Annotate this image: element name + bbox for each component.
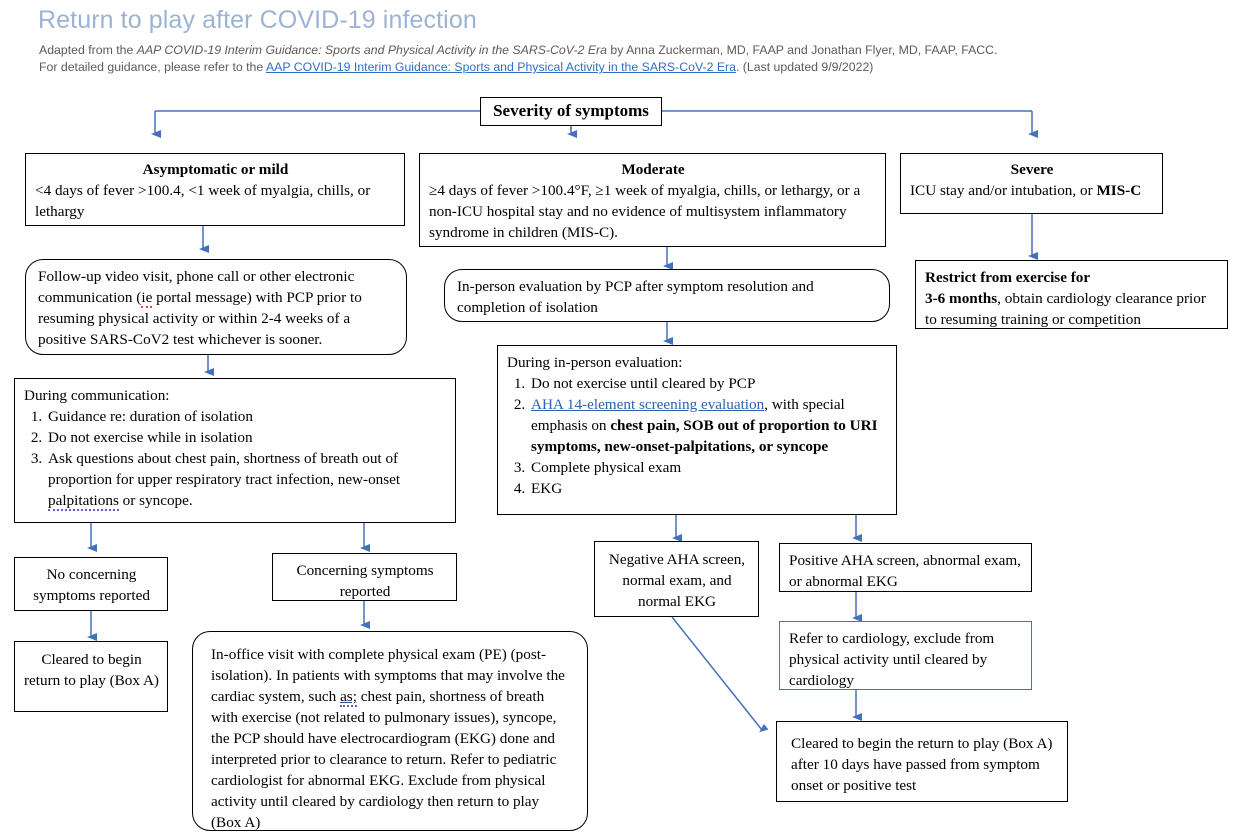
in-office-text-part1: In-office visit with complete physical e… [211,646,565,705]
during-communication-list: Guidance re: duration of isolation Do no… [24,406,446,511]
in-office-grammar-flag: as; [340,688,357,707]
concerning-symptoms-node: Concerning symptoms reported [272,553,457,601]
followup-communication-node: Follow-up video visit, phone call or oth… [25,259,407,355]
last-updated-text: . (Last updated 9/9/2022) [735,60,874,74]
followup-text-part2: portal message) with PCP prior to resumi… [38,289,362,348]
asymptomatic-or-mild-node: Asymptomatic or mild <4 days of fever >1… [25,153,405,226]
during-eval-list: Do not exercise until cleared by PCP AHA… [507,373,887,499]
restrict-from-exercise-node: Restrict from exercise for 3-6 months, o… [915,260,1228,329]
cleared-after-10-days-node: Cleared to begin the return to play (Box… [776,721,1068,802]
item2-mid: , with special emphasis on [531,396,845,434]
attribution-line-2: For detailed guidance, please refer to t… [39,59,1139,76]
list-item: Do not exercise until cleared by PCP [529,373,887,394]
severe-body: ICU stay and/or intubation, or MIS-C [910,180,1154,201]
severe-heading: Severe [1010,161,1054,178]
refer-to-cardiology-node: Refer to cardiology, exclude from physic… [779,621,1032,690]
mild-body: <4 days of fever >100.4, <1 week of myal… [35,182,371,220]
during-in-person-evaluation-node: During in-person evaluation: Do not exer… [497,345,897,515]
refer-prefix: For detailed guidance, please refer to t… [39,60,266,74]
in-person-evaluation-node: In-person evaluation by PCP after sympto… [444,269,890,322]
during-communication-node: During communication: Guidance re: durat… [14,378,456,523]
moderate-heading: Moderate [621,161,685,178]
guidance-title-italic: AAP COVID-19 Interim Guidance: Sports an… [136,43,607,57]
aha-screening-link[interactable]: AHA 14-element screening evaluation [531,396,765,413]
list-item: EKG [529,478,887,499]
list-item: Do not exercise while in isolation [46,427,446,448]
item2-emphasis: chest pain, SOB out of proportion to URI… [531,417,878,455]
negative-aha-screen-node: Negative AHA screen, normal exam, and no… [594,541,759,617]
restrict-remainder: , obtain cardiology clearance prior to r… [925,290,1206,328]
item3-prefix: Ask questions about chest pain, shortnes… [48,450,401,488]
cleared-return-to-play-node: Cleared to begin return to play (Box A) [14,641,168,712]
mild-heading: Asymptomatic or mild [142,161,289,178]
followup-text-part1: Follow-up video visit, phone call or oth… [38,268,355,306]
mis-c-label: MIS-C [1096,182,1142,199]
attribution-line-1: Adapted from the AAP COVID-19 Interim Gu… [39,42,1139,59]
followup-misspelled-word: ie [141,289,153,308]
no-concerning-symptoms-node: No concerning symptoms reported [14,557,168,611]
moderate-body: ≥4 days of fever >100.4°F, ≥1 week of my… [429,182,861,241]
moderate-node: Moderate ≥4 days of fever >100.4°F, ≥1 w… [419,153,886,247]
list-item: Complete physical exam [529,457,887,478]
list-item: Guidance re: duration of isolation [46,406,446,427]
in-office-text-part2: chest pain, shortness of breath with exe… [211,688,557,831]
positive-aha-screen-node: Positive AHA screen, abnormal exam, or a… [779,543,1032,592]
restrict-duration: 3-6 months [925,290,998,307]
severe-body-prefix: ICU stay and/or intubation, or [910,182,1097,199]
item3-grammar-flag: palpitations [48,492,119,511]
list-item: AHA 14-element screening evaluation, wit… [529,394,887,457]
page-title: Return to play after COVID-19 infection [38,6,477,34]
aap-guidance-link[interactable]: AAP COVID-19 Interim Guidance: Sports an… [265,60,736,74]
attribution-prefix: Adapted from the [39,43,137,57]
list-item: Ask questions about chest pain, shortnes… [46,448,446,511]
during-communication-title: During communication: [24,387,170,404]
attribution-suffix: by Anna Zuckerman, MD, FAAP and Jonathan… [606,43,998,57]
in-office-visit-node: In-office visit with complete physical e… [192,631,588,831]
severity-of-symptoms-node: Severity of symptoms [480,97,662,126]
during-eval-title: During in-person evaluation: [507,354,683,371]
item3-suffix: or syncope. [118,492,193,509]
restrict-heading: Restrict from exercise for [925,269,1091,286]
severe-node: Severe ICU stay and/or intubation, or MI… [900,153,1163,214]
attribution-block: Adapted from the AAP COVID-19 Interim Gu… [39,42,1139,76]
